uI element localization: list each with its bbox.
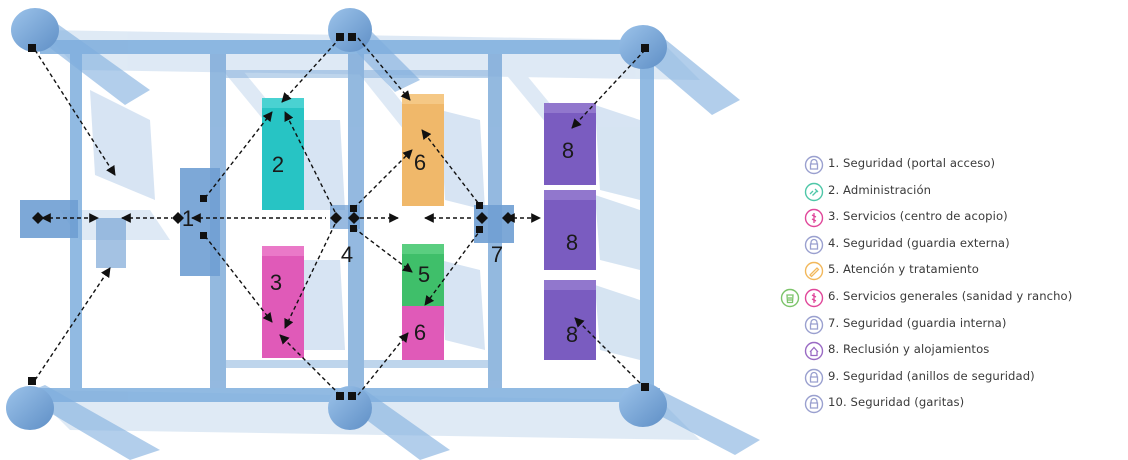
guard-nodes xyxy=(28,33,649,400)
zone-numbers: 1 2 3 4 5 6 6 7 8 8 8 xyxy=(182,138,578,347)
legend-item-label: 5. Atención y tratamiento xyxy=(828,262,979,277)
trash-icon xyxy=(780,288,800,308)
cell-shadows xyxy=(90,90,640,360)
legend-item: 5. Atención y tratamiento xyxy=(778,258,1126,285)
tower-bottom-left xyxy=(6,385,160,460)
legend-item: 9. Seguridad (anillos de seguridad) xyxy=(778,365,1126,392)
legend-item-label: 9. Seguridad (anillos de seguridad) xyxy=(828,368,1035,383)
pencil-icon xyxy=(804,262,824,281)
lock-icon xyxy=(804,368,824,388)
house-icon xyxy=(804,341,824,361)
legend-item: 1. Seguridad (portal acceso) xyxy=(778,152,1126,179)
lock-icon xyxy=(804,315,824,334)
house-icon xyxy=(804,341,824,361)
zone-number-2: 2 xyxy=(272,152,284,177)
legend-item: 10. Seguridad (garitas) xyxy=(778,391,1126,418)
corner-towers xyxy=(6,8,760,460)
legend-item: 4. Seguridad (guardia externa) xyxy=(778,232,1126,259)
tower-top-left xyxy=(11,8,150,105)
zone-attention-block xyxy=(402,244,444,306)
service-icon xyxy=(804,288,824,308)
service-icon xyxy=(804,208,824,228)
lock-icon xyxy=(804,235,824,254)
zone-number-6-top: 6 xyxy=(414,150,426,175)
legend-item-label: 1. Seguridad (portal acceso) xyxy=(828,156,996,170)
zone-number-8-middle: 8 xyxy=(566,230,578,255)
legend-item-label: 8. Reclusión y alojamientos xyxy=(828,342,990,357)
service-icon xyxy=(804,288,824,308)
zone-number-5: 5 xyxy=(418,262,430,287)
lock-icon xyxy=(804,394,824,414)
legend-item: 2. Administración xyxy=(778,179,1126,206)
zone-number-1: 1 xyxy=(182,206,194,231)
legend-item-label: 4. Seguridad (guardia externa) xyxy=(828,235,1010,250)
lock-icon xyxy=(804,368,824,387)
lock-icon xyxy=(804,235,824,255)
gate-blocks xyxy=(20,168,514,276)
link-icon xyxy=(804,182,824,201)
zone-number-6-bottom: 6 xyxy=(414,320,426,345)
zone-general-services-bottom-block xyxy=(402,306,444,360)
trash-icon xyxy=(780,288,800,308)
lock-icon xyxy=(804,395,824,414)
legend-item: 7. Seguridad (guardia interna) xyxy=(778,312,1126,339)
site-diagram: 1 2 3 4 5 6 6 7 8 8 8 xyxy=(6,8,760,460)
legend-item: 3. Servicios (centro de acopio) xyxy=(778,205,1126,232)
tower-bottom-right xyxy=(619,383,760,455)
zone-number-4: 4 xyxy=(341,242,353,267)
pencil-icon xyxy=(804,261,824,281)
lock-icon xyxy=(804,155,824,175)
legend-item-label: 6. Servicios generales (sanidad y rancho… xyxy=(828,288,1073,303)
zone-number-8-top: 8 xyxy=(562,138,574,163)
zone-number-8-bottom: 8 xyxy=(566,322,578,347)
legend-item-label: 7. Seguridad (guardia interna) xyxy=(828,315,1007,330)
legend-item-label: 2. Administración xyxy=(828,182,932,197)
lock-icon xyxy=(804,155,824,175)
link-icon xyxy=(804,182,824,202)
legend-item: 8. Reclusión y alojamientos xyxy=(778,338,1126,365)
zone-reclusion-middle-block xyxy=(544,190,596,270)
lock-icon xyxy=(804,315,824,335)
zone-number-3: 3 xyxy=(270,270,282,295)
circulation-arrows xyxy=(34,37,646,396)
zone-reclusion-bottom-block xyxy=(544,280,596,360)
zone-number-7: 7 xyxy=(491,242,503,267)
service-icon xyxy=(804,208,824,228)
legend-item: 6. Servicios generales (sanidad y rancho… xyxy=(778,285,1126,312)
zone-reclusion-top-block xyxy=(544,103,596,185)
legend-item-label: 10. Seguridad (garitas) xyxy=(828,395,965,410)
legend: 1. Seguridad (portal acceso) 2. Administr… xyxy=(778,152,1126,418)
legend-item-label: 3. Servicios (centro de acopio) xyxy=(828,209,1008,224)
